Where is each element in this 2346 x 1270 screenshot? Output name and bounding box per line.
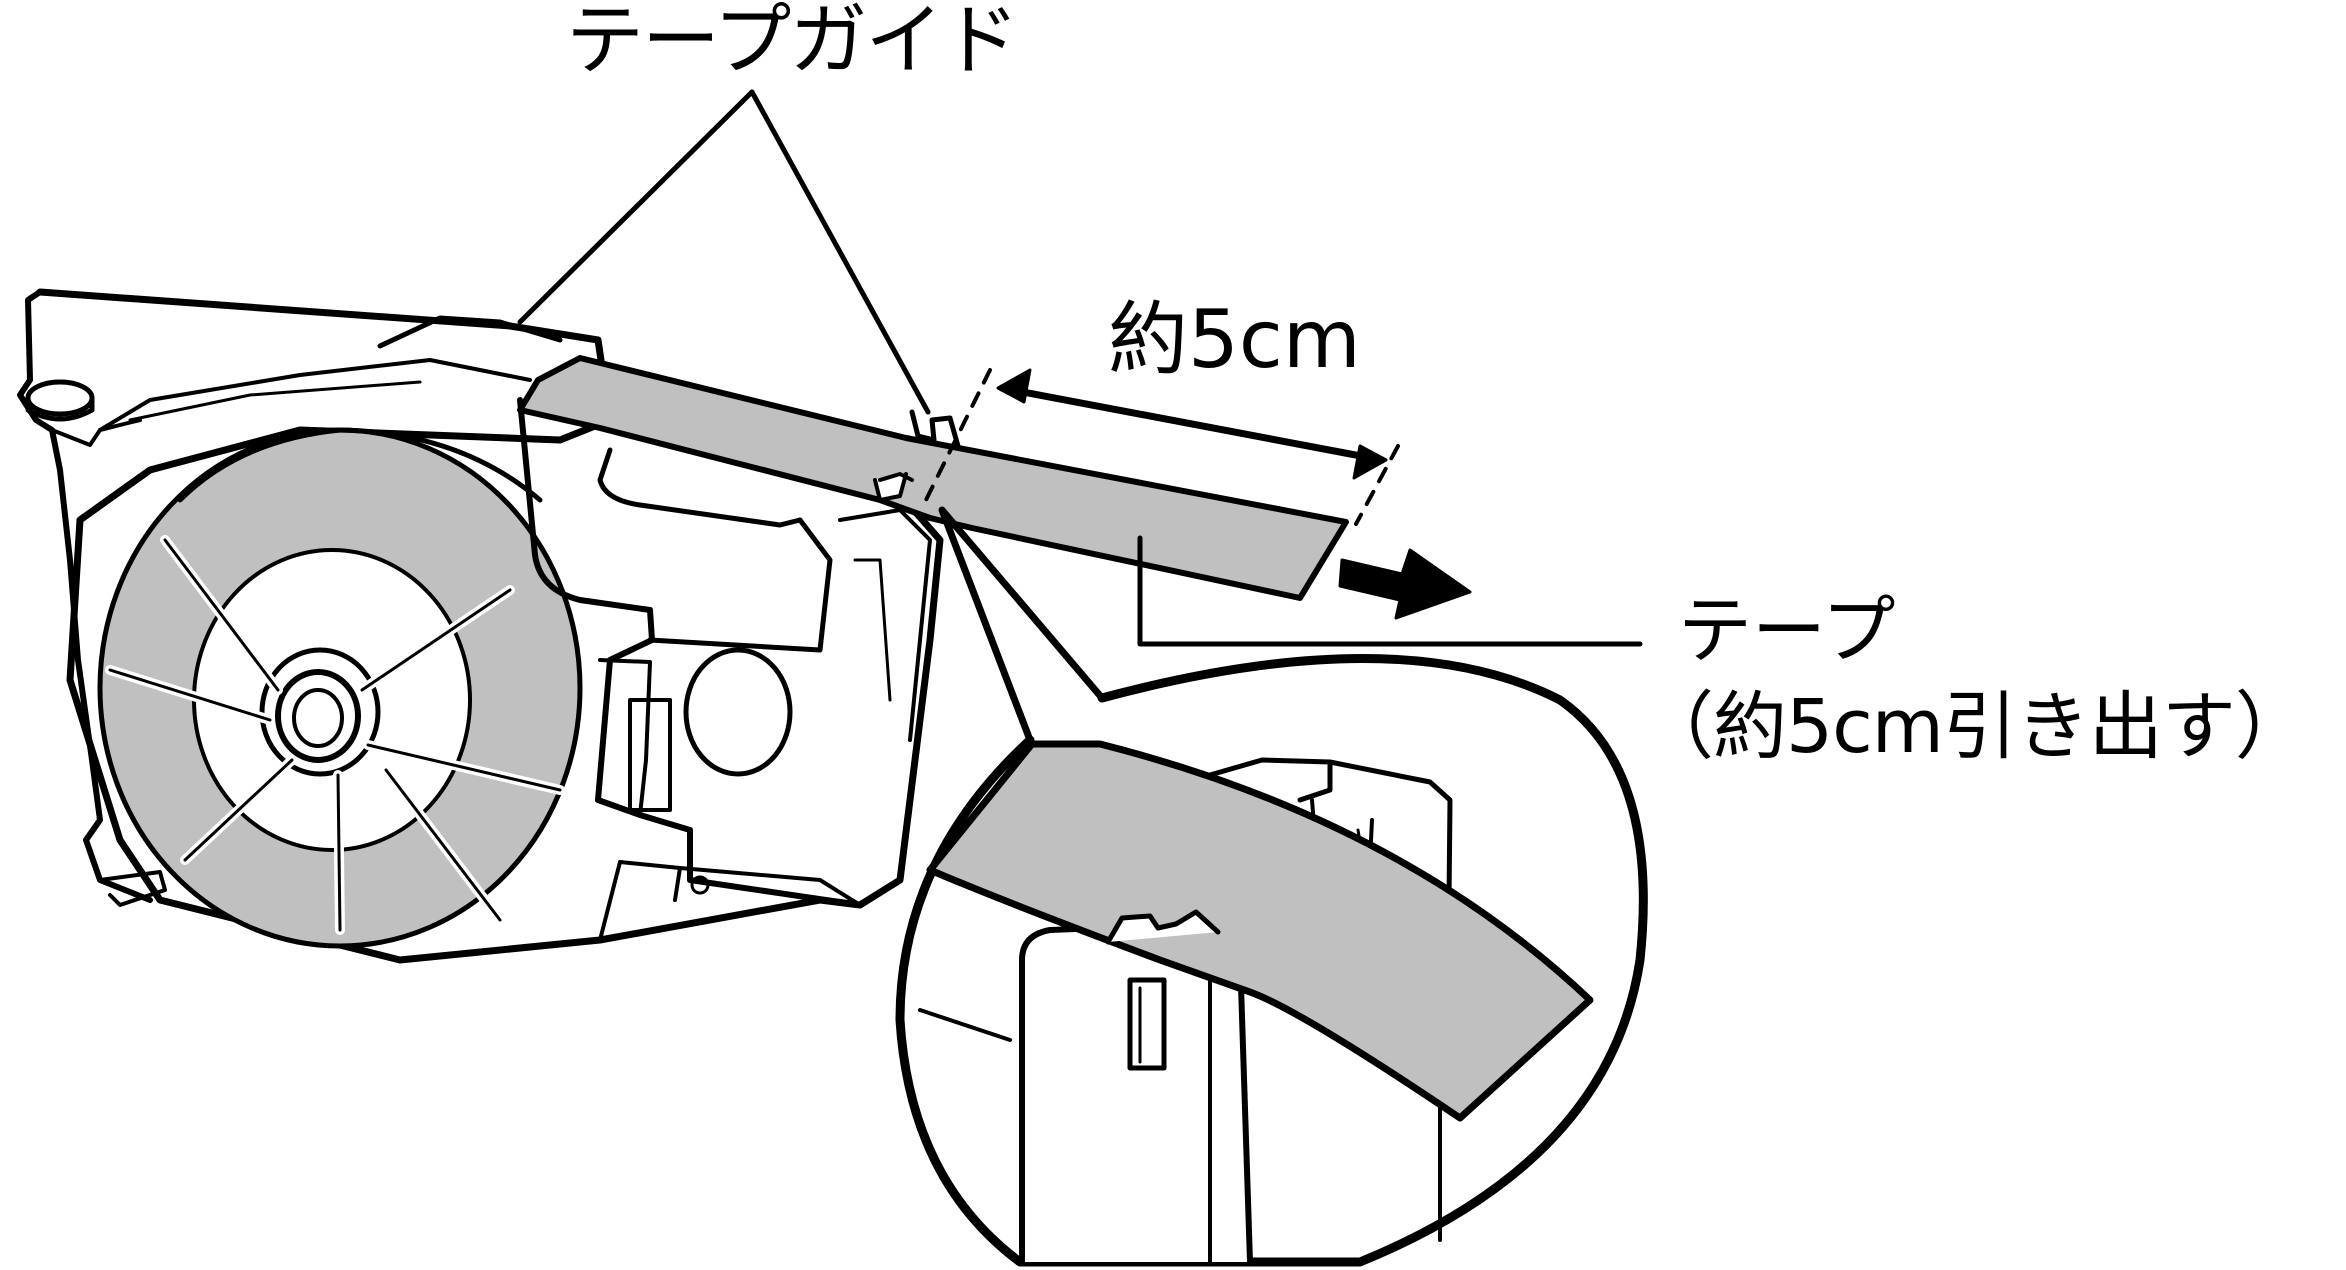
tape-guide-label: テープガイド [566, 0, 1019, 86]
tape-guide-tab [909, 409, 961, 449]
cassette-corner-clip [25, 379, 95, 417]
tape-guide-leader-right [749, 89, 931, 415]
detail-zoom-wedge [938, 506, 1106, 744]
dimension-arrow-right [1352, 444, 1388, 480]
detail-magnified [895, 506, 1648, 1267]
length-label: 約5cm [1108, 293, 1361, 386]
tape-guide-leader-left [517, 89, 755, 325]
pull-direction-arrow-icon [1338, 548, 1472, 620]
dimension-line [998, 384, 1386, 464]
tape-guide-leaders [517, 89, 931, 415]
tape-window [517, 397, 932, 908]
cassette-latch [628, 698, 672, 812]
tape-roll [97, 427, 583, 949]
tape-strip [517, 355, 1349, 601]
detail-tape-strip [926, 740, 1594, 1122]
tape-note-label: （約5cm引き出す） [1640, 684, 2309, 770]
dimension-dash-left [924, 368, 992, 502]
length-dimension [924, 368, 1400, 526]
dimension-dash-right [1354, 444, 1400, 526]
tape-leader [1137, 535, 1643, 647]
detail-guide-slot [1127, 977, 1167, 1071]
cassette-hub-hole [683, 647, 793, 777]
tape-label: テープ [1678, 588, 1896, 674]
dimension-arrow-left [996, 368, 1032, 404]
tape-strip-main [517, 355, 1349, 601]
